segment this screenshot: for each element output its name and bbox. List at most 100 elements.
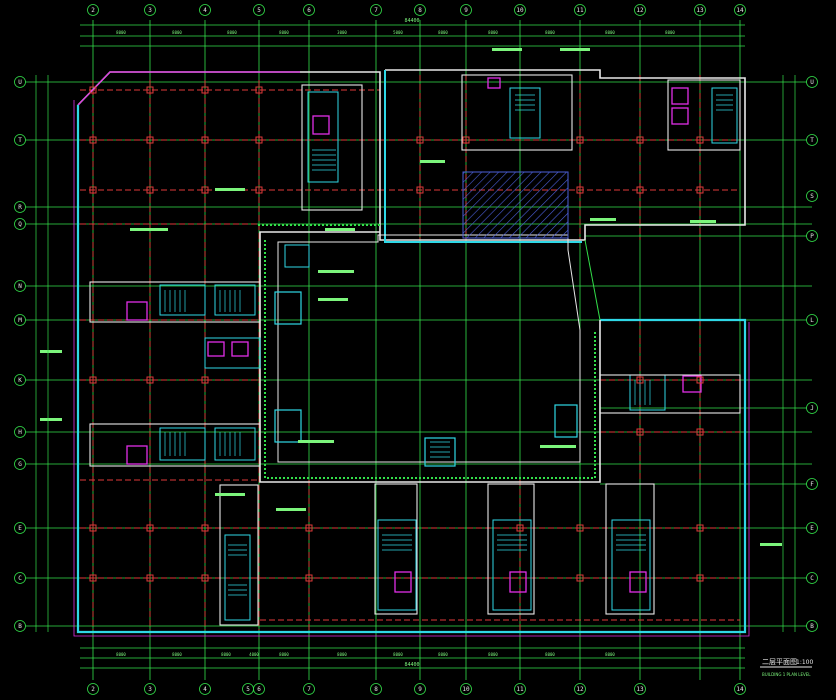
bottom-dim-3: 4000 [249,652,259,657]
axis-right-B-circle [806,620,818,632]
axis-top-6-circle [303,4,315,16]
axis-bottom-3-circle [144,683,156,695]
axis-bottom-12-label: 12 [576,686,584,693]
axis-top-14-label: 14 [736,7,744,14]
axis-bottom-4-circle [199,683,211,695]
bottom-dim-2: 8000 [221,652,231,657]
top-total-dim: 84400 [404,18,419,24]
axis-top-14-circle [734,4,746,16]
axis-top-2-circle [87,4,99,16]
axis-right-F-label: F [810,481,814,488]
axis-top-8-label: 8 [418,7,422,14]
axis-left-U-circle [14,76,26,88]
axis-left-H-circle [14,426,26,438]
axis-right-J-circle [806,402,818,414]
axis-top-7-label: 7 [374,7,378,14]
axis-bottom-10-label: 10 [462,686,470,693]
axis-bottom-6-label: 6 [257,686,261,693]
top-dim-6: 8000 [438,30,448,35]
axis-left-U-label: U [18,79,22,86]
axis-right-L-circle [806,314,818,326]
axis-left-K-circle [14,374,26,386]
axis-bottom-10-circle [460,683,472,695]
axis-left-R-circle [14,201,26,213]
axis-left-K-label: K [18,377,22,384]
top-dim-9: 8000 [605,30,615,35]
hatched-area [462,171,569,239]
axis-left-B-label: B [18,623,22,630]
axis-top-10-label: 10 [516,7,524,14]
axis-left-G-label: G [18,461,22,468]
drawing-subtitle: BUILDING 1 PLAN LEVEL [762,672,811,677]
axis-right-T-label: T [810,137,814,144]
axis-top-13-label: 13 [696,7,704,14]
axis-top-9-label: 9 [464,7,468,14]
axis-top-9-circle [460,4,472,16]
axis-right-C-label: C [810,575,814,582]
axis-right-J-label: J [810,405,814,412]
top-dim-8: 8000 [545,30,555,35]
top-dim-4: 3000 [337,30,347,35]
axis-bottom-3-label: 3 [148,686,152,693]
stair-treads [164,94,733,596]
axis-top-3-label: 3 [148,7,152,14]
bottom-dim-8: 8000 [488,652,498,657]
axis-left-R-label: R [18,204,22,211]
axis-bottom-14-label: 14 [736,686,744,693]
axis-left-N-label: N [18,283,22,290]
top-dim-2: 8000 [227,30,237,35]
axis-bottom-4-label: 4 [203,686,207,693]
axis-left-G-circle [14,458,26,470]
axis-bottom-8-circle [370,683,382,695]
axis-bottom-2-label: 2 [91,686,95,693]
axis-right-S-circle [806,190,818,202]
axis-bottom-14-circle [734,683,746,695]
axis-left-M-circle [14,314,26,326]
axis-bottom-13-label: 13 [636,686,644,693]
axis-left-M-label: M [18,317,22,324]
axis-top-11-label: 11 [576,7,584,14]
column-markers [89,86,704,582]
axis-left-B-circle [14,620,26,632]
axis-top-3-circle [144,4,156,16]
core-walls [89,74,741,626]
axis-left-T-label: T [18,137,22,144]
axis-right-E-label: E [810,525,814,532]
axis-bottom-13-circle [634,683,646,695]
bottom-dim-10: 8000 [605,652,615,657]
top-dim-5: 5000 [393,30,403,35]
bottom-dim-7: 8000 [438,652,448,657]
axis-right-P-label: P [810,233,814,240]
axis-top-10-circle [514,4,526,16]
axis-right-F-circle [806,478,818,490]
axis-bottom-12-circle [574,683,586,695]
axis-top-5-circle [253,4,265,16]
axis-bottom-11-circle [514,683,526,695]
axis-left-Q-label: Q [18,221,22,228]
stair-cores [159,87,738,621]
axis-left-C-circle [14,572,26,584]
top-dim-7: 8000 [488,30,498,35]
axis-left-Q-circle [14,218,26,230]
axis-top-4-label: 4 [203,7,207,14]
axis-right-U-circle [806,76,818,88]
axis-top-8-circle [414,4,426,16]
axis-left-N-circle [14,280,26,292]
axis-top-11-circle [574,4,586,16]
beam-lines [80,75,740,630]
axis-right-C-circle [806,572,818,584]
bottom-dim-0: 8000 [116,652,126,657]
dimension-lines [35,24,796,669]
axis-right-S-label: S [810,193,814,200]
axis-right-B-label: B [810,623,814,630]
axis-bottom-8-label: 8 [374,686,378,693]
axis-top-2-label: 2 [91,7,95,14]
top-dim-0: 8000 [116,30,126,35]
top-dim-1: 8000 [172,30,182,35]
